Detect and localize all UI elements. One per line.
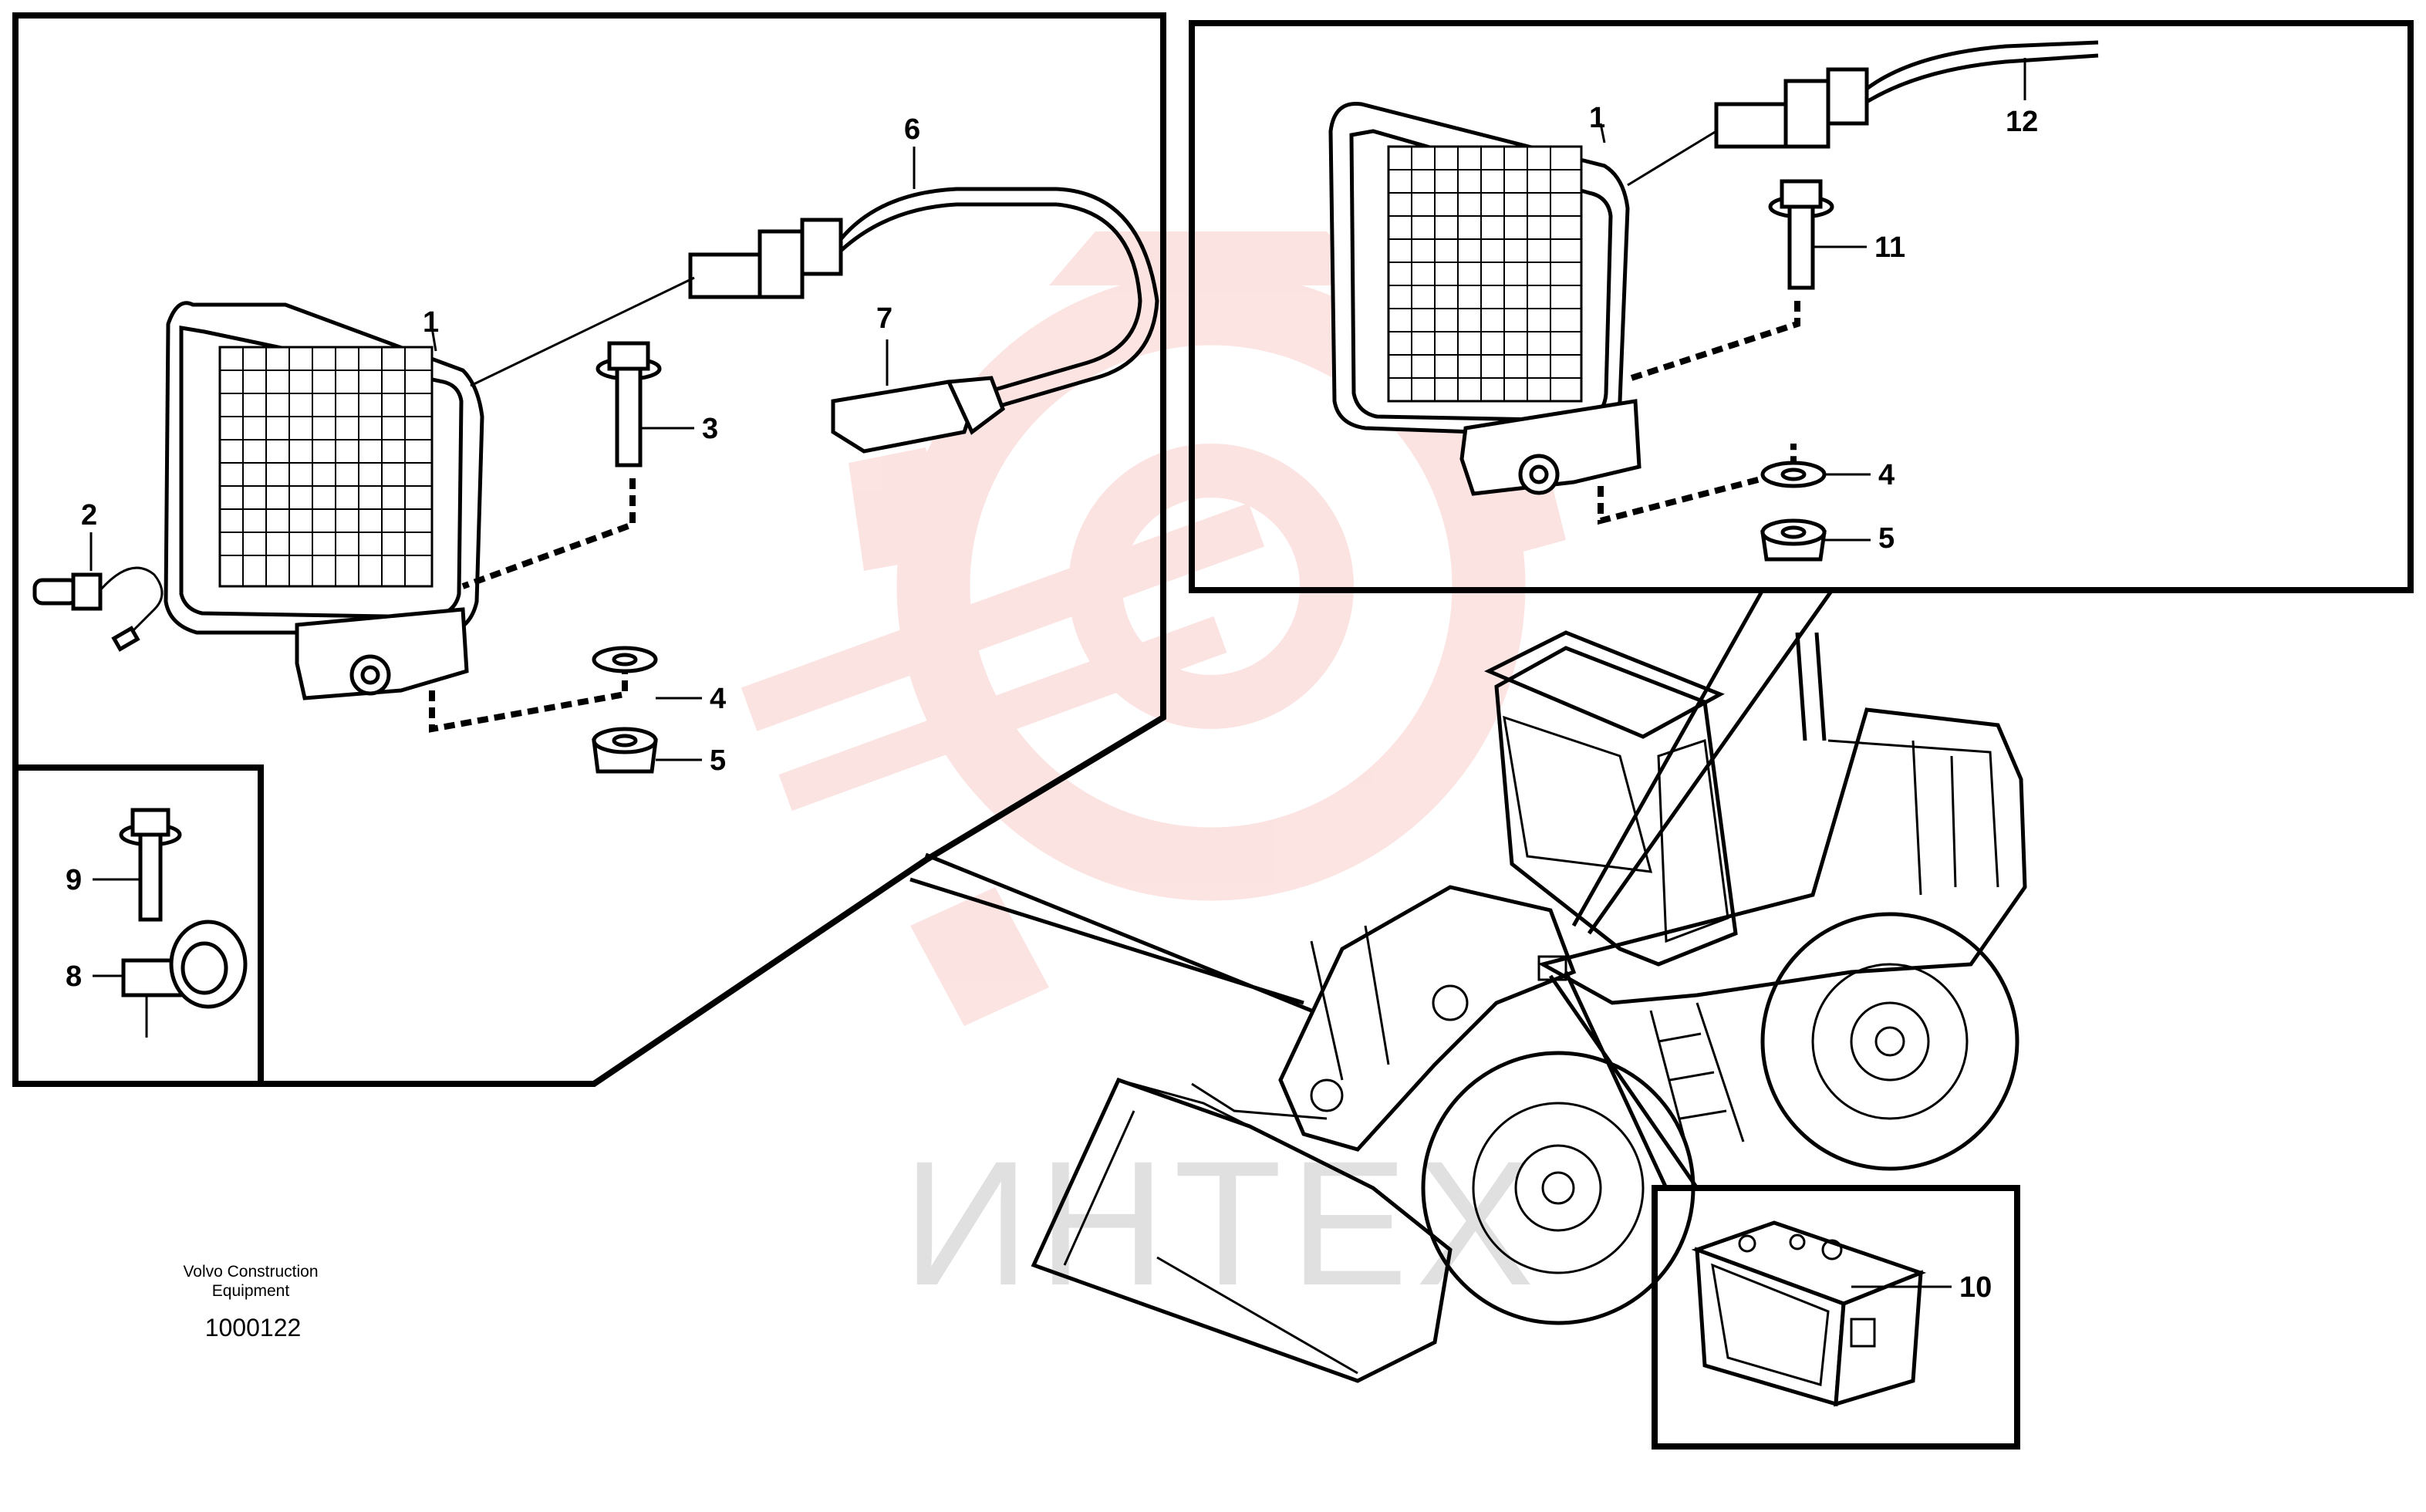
- callout-6: 6: [904, 113, 920, 146]
- clamp-screw-part: [119, 808, 182, 922]
- callout-11: 11: [1874, 231, 1905, 264]
- callout-2: 2: [81, 499, 97, 532]
- right-pointer-lines: [1571, 589, 1834, 935]
- left-screw-part: [596, 341, 662, 467]
- right-work-lamp: [1328, 101, 1642, 496]
- right-nut-part: [1760, 518, 1827, 562]
- maker-name-line1: Volvo Construction: [183, 1263, 318, 1281]
- callout-5-right: 5: [1878, 522, 1895, 555]
- callout-9: 9: [66, 864, 82, 896]
- bulb-part: [32, 566, 164, 652]
- drawing-number: 1000122: [205, 1314, 302, 1342]
- callout-5-left: 5: [710, 744, 726, 777]
- callout-10: 10: [1959, 1271, 1992, 1304]
- right-mount-dashes: [1598, 301, 1800, 525]
- callout-4-right: 4: [1878, 459, 1895, 491]
- callout-4-left: 4: [710, 683, 726, 715]
- clamp-part: [121, 920, 248, 1038]
- callout-12: 12: [2006, 106, 2038, 138]
- clamp-inset-frame: [12, 764, 264, 1087]
- right-washer-part: [1760, 461, 1827, 488]
- callout-8: 8: [66, 960, 82, 993]
- right-cable-assembly: [1714, 40, 2099, 149]
- watermark-text: ИНТЕХ: [903, 1124, 1542, 1322]
- callout-3: 3: [702, 413, 718, 445]
- callout-1-left: 1: [423, 306, 439, 339]
- wheel-loader-drawing: [1031, 630, 2027, 1383]
- right-screw-part: [1768, 179, 1834, 290]
- maker-name-line2: Equipment: [212, 1282, 290, 1300]
- left-washer-part: [592, 646, 658, 673]
- battery-box-part: [1691, 1220, 1927, 1407]
- right-detail-frame: [1189, 20, 2414, 593]
- callout-1-right: 1: [1589, 102, 1605, 134]
- left-cable-assembly: [688, 187, 1159, 454]
- battery-inset-frame: [1652, 1185, 2020, 1450]
- left-pointer-lines: [909, 852, 1312, 1013]
- left-nut-part: [592, 727, 658, 774]
- battery-pointer-lines: [1548, 970, 1699, 1190]
- callout-7: 7: [876, 302, 892, 335]
- left-work-lamp: [164, 301, 484, 700]
